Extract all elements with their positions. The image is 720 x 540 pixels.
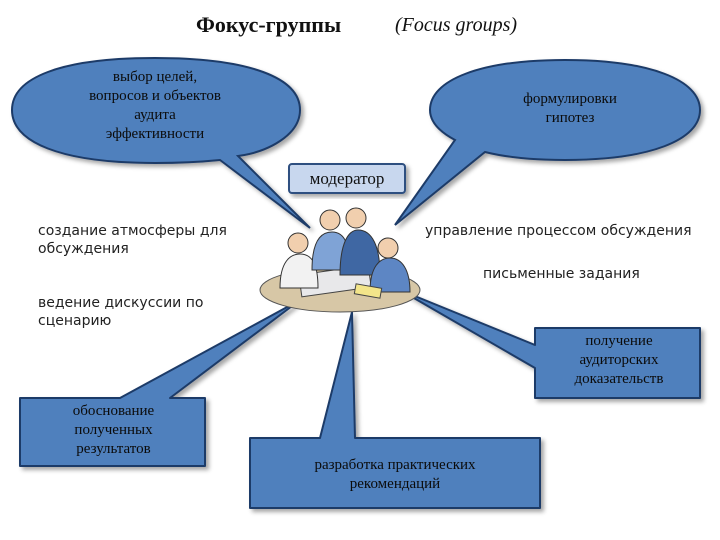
hypotheses-bubble-text: формулировки гипотез [470, 90, 670, 128]
goals-bubble [10, 56, 311, 229]
goals-line: выбор целей, [112, 69, 198, 85]
note-line: ведение дискуссии по [38, 295, 204, 311]
justification-line: результатов [76, 441, 151, 457]
evidence-box-text: получение аудиторских доказательств [540, 332, 698, 389]
people-illustration [259, 207, 421, 313]
note-management: управление процессом обсуждения [425, 222, 715, 240]
note-line: обсуждения [38, 241, 129, 257]
note-line: сценарию [38, 313, 112, 329]
justification-box-text: обоснование полученных результатов [26, 402, 201, 459]
goals-line: эффективности [105, 126, 205, 142]
goals-line: вопросов и объектов [89, 88, 221, 104]
note-line: создание атмосферы для [38, 223, 227, 239]
moderator-box [288, 163, 406, 194]
evidence-line: получение [585, 333, 653, 349]
diagram-subtitle: (Focus groups) [395, 14, 518, 36]
hypotheses-line: гипотез [545, 110, 595, 126]
evidence-line: аудиторских [579, 352, 659, 368]
goals-bubble-text: выбор целей, вопросов и объектов аудита … [30, 68, 280, 144]
justification-box [19, 299, 301, 467]
note-line: управление процессом обсуждения [425, 223, 692, 239]
note-written: письменные задания [483, 265, 683, 283]
note-atmosphere: создание атмосферы для обсуждения [38, 222, 278, 258]
note-line: письменные задания [483, 266, 640, 282]
moderator-label: модератор [309, 169, 385, 188]
hypotheses-bubble [394, 58, 702, 226]
evidence-box [399, 289, 701, 399]
recommendations-line: разработка практических [314, 457, 476, 473]
hypotheses-line: формулировки [523, 91, 617, 107]
recommendations-line: рекомендаций [349, 476, 441, 492]
note-scenario: ведение дискуссии по сценарию [38, 294, 278, 330]
justification-line: полученных [74, 422, 153, 438]
recommendations-box-text: разработка практических рекомендаций [260, 456, 530, 494]
evidence-line: доказательств [574, 371, 664, 387]
recommendations-box [249, 311, 541, 509]
justification-line: обоснование [72, 403, 155, 419]
goals-line: аудита [134, 107, 176, 123]
diagram-title: Фокус-группы [196, 12, 342, 37]
